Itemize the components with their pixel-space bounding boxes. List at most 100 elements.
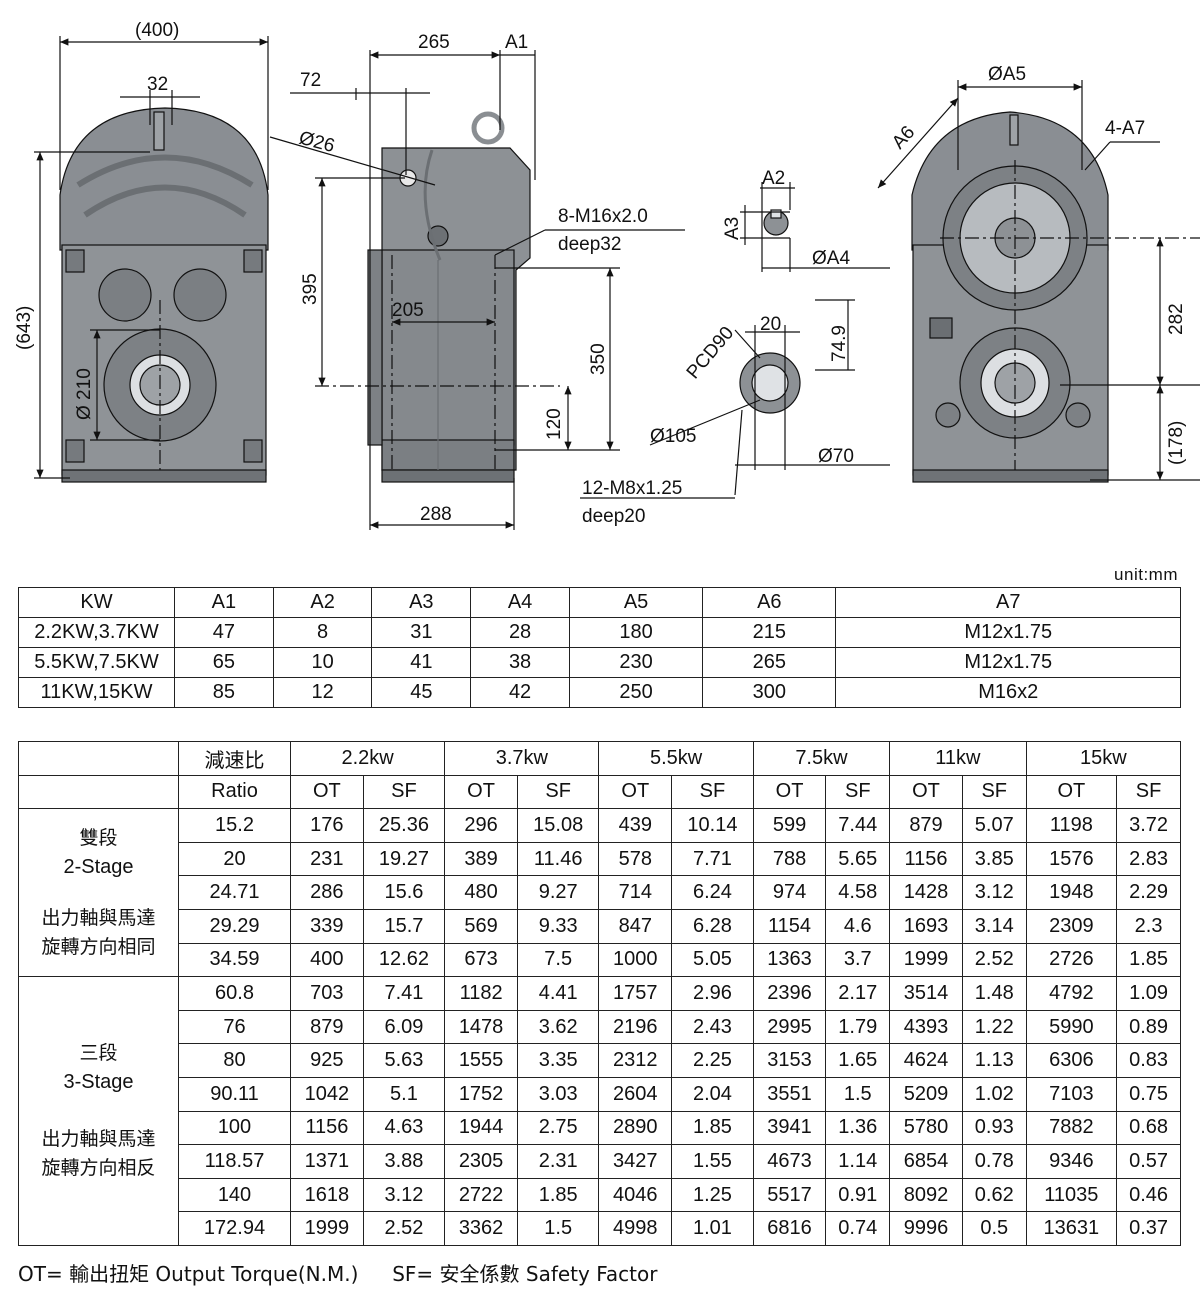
kw-cell: 5.5KW,7.5KW [18, 647, 175, 678]
ratio-cell: 80 [178, 1043, 291, 1078]
header-ot: OT [444, 774, 518, 810]
ot-cell: 439 [598, 808, 673, 843]
ot-cell: 7882 [1025, 1110, 1118, 1146]
ot-cell: 1752 [444, 1076, 518, 1112]
dim-400: (400) [135, 20, 179, 41]
ot-cell: 176 [290, 808, 364, 843]
ot-cell: 1948 [1025, 875, 1118, 910]
dimension-cell: 42 [470, 677, 570, 708]
sf-cell: 1.22 [961, 1009, 1027, 1045]
ratio-cell: 76 [178, 1009, 291, 1045]
ot-cell: 925 [290, 1043, 364, 1078]
ot-cell: 2995 [752, 1009, 827, 1045]
ratio-cell: 24.71 [178, 875, 291, 910]
dimension-cell: M12x1.75 [835, 647, 1181, 678]
dim-a5: ØA5 [988, 64, 1026, 85]
ot-cell: 1198 [1025, 808, 1118, 843]
sf-cell: 6.28 [671, 908, 754, 944]
stage-note-1: 出力軸與馬達 [41, 906, 156, 929]
dimension-cell: 215 [702, 617, 837, 648]
dim-178: (178) [1166, 421, 1187, 465]
ratio-cell: 118.57 [178, 1144, 291, 1179]
dim-72: 72 [300, 70, 321, 91]
ot-cell: 2309 [1025, 908, 1118, 944]
header-a1: A1 [174, 587, 274, 618]
bolt-spec-1: 8-M16x2.0 [558, 206, 648, 227]
ot-cell: 1371 [290, 1144, 364, 1179]
sf-cell: 2.83 [1116, 841, 1181, 877]
ot-cell: 578 [598, 841, 673, 877]
ot-cell: 480 [444, 875, 518, 910]
stage-name-en: 3-Stage [63, 1071, 134, 1094]
sf-cell: 1.55 [671, 1144, 754, 1179]
ot-cell: 1757 [598, 976, 673, 1011]
ot-cell: 879 [290, 1009, 364, 1045]
header-ratio-cn: 減速比 [178, 741, 291, 776]
sf-cell: 2.96 [671, 976, 754, 1011]
stage-note-2: 旋轉方向相同 [41, 935, 156, 958]
sf-cell: 3.35 [516, 1043, 600, 1078]
sf-cell: 0.78 [961, 1144, 1027, 1179]
ot-cell: 1478 [444, 1009, 518, 1045]
dimension-cell: 300 [702, 677, 837, 708]
ot-cell: 4393 [889, 1009, 963, 1045]
dimension-cell: 45 [371, 677, 472, 708]
ot-cell: 4998 [598, 1211, 673, 1246]
ot-cell: 3153 [752, 1043, 827, 1078]
sf-cell: 7.5 [516, 942, 600, 978]
stage-name-cn: 雙段 [79, 826, 118, 849]
dim-74-9: 74.9 [829, 325, 850, 362]
sf-cell: 11.46 [516, 841, 600, 877]
dimension-cell: 265 [702, 647, 837, 678]
ot-cell: 4624 [889, 1043, 963, 1078]
ratio-cell: 140 [178, 1177, 291, 1213]
sf-cell: 15.6 [362, 875, 446, 910]
dim-205: 205 [392, 300, 424, 321]
ot-cell: 2604 [598, 1076, 673, 1112]
sf-cell: 25.36 [362, 808, 446, 843]
sf-cell: 5.1 [362, 1076, 446, 1112]
dimension-table-header: KW A1 A2 A3 A4 A5 A6 A7 [18, 587, 1181, 618]
dim-pcd90: PCD90 [683, 323, 738, 383]
header-ot: OT [752, 774, 827, 810]
header-a3: A3 [371, 587, 472, 618]
ot-cell: 1156 [889, 841, 963, 877]
torque-table-header-power: 減速比 2.2kw 3.7kw 5.5kw 7.5kw 11kw 15kw [18, 741, 1182, 776]
dim-a2: A2 [762, 168, 785, 189]
header-a7: A7 [835, 587, 1181, 618]
ot-cell: 569 [444, 908, 518, 944]
dimension-cell: 180 [568, 617, 704, 648]
ot-cell: 2726 [1025, 942, 1118, 978]
ot-cell: 2890 [598, 1110, 673, 1146]
ot-cell: 1154 [752, 908, 827, 944]
ot-cell: 1999 [290, 1211, 364, 1246]
ot-cell: 6306 [1025, 1043, 1118, 1078]
ot-cell: 5990 [1025, 1009, 1118, 1045]
sf-cell: 1.5 [825, 1076, 891, 1112]
dimension-cell: 8 [272, 617, 373, 648]
ot-cell: 714 [598, 875, 673, 910]
dim-32: 32 [147, 74, 168, 95]
sf-cell: 3.14 [961, 908, 1027, 944]
ot-cell: 879 [889, 808, 963, 843]
ot-cell: 9996 [889, 1211, 963, 1246]
sf-cell: 6.09 [362, 1009, 446, 1045]
bolt-depth-2: deep20 [582, 506, 645, 527]
ot-cell: 2396 [752, 976, 827, 1011]
dimension-cell: 31 [371, 617, 472, 648]
sf-cell: 0.75 [1116, 1076, 1181, 1112]
ot-cell: 286 [290, 875, 364, 910]
sf-cell: 1.79 [825, 1009, 891, 1045]
sf-cell: 3.88 [362, 1144, 446, 1179]
sf-cell: 1.85 [516, 1177, 600, 1213]
sf-cell: 1.01 [671, 1211, 754, 1246]
ratio-cell: 90.11 [178, 1076, 291, 1112]
kw-cell: 2.2KW,3.7KW [18, 617, 175, 648]
sf-cell: 0.89 [1116, 1009, 1181, 1045]
